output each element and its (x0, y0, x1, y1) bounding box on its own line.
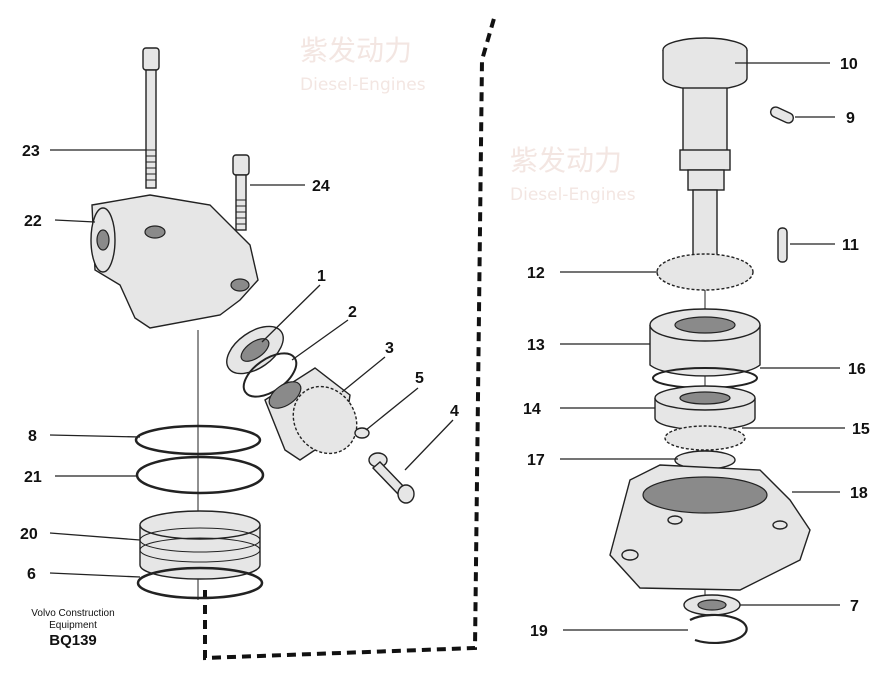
housing-18 (609, 464, 811, 591)
snap-ring-21 (135, 455, 265, 495)
callout-4: 4 (450, 403, 459, 420)
callout-17: 17 (527, 452, 545, 469)
callout-19: 19 (530, 623, 548, 640)
callout-11: 11 (842, 237, 859, 254)
bevel-gear-3 (264, 367, 358, 461)
watermark-cn: 紫发动力 (300, 34, 412, 67)
callout-18: 18 (850, 485, 868, 502)
callout-23: 23 (22, 143, 40, 160)
drawing-caption: Volvo Construction Equipment BQ139 (18, 608, 128, 650)
watermark-en: Diesel-Engines (300, 75, 426, 95)
washer-5 (354, 427, 370, 439)
callout-24: 24 (312, 178, 330, 195)
callout-10: 10 (840, 56, 858, 73)
ring-6 (136, 566, 264, 600)
callout-21: 21 (24, 469, 42, 486)
circlip-19 (689, 613, 748, 645)
gear-ring-15 (664, 425, 746, 451)
callout-14: 14 (523, 401, 541, 418)
callout-3: 3 (385, 340, 394, 357)
pin-9 (769, 106, 795, 124)
bearing-14 (654, 385, 756, 431)
dashed-boundary-line (203, 14, 497, 661)
bolt-24 (232, 154, 250, 231)
caption-company: Volvo Construction (31, 608, 115, 619)
callout-22: 22 (24, 213, 42, 230)
callout-5: 5 (415, 370, 424, 387)
bearing-13 (649, 308, 761, 377)
caption-company-line2: Equipment (49, 620, 97, 631)
seal-7 (683, 594, 741, 616)
callout-15: 15 (852, 421, 870, 438)
watermark-cn-2: 紫发动力 (510, 144, 622, 177)
callout-lines (49, 62, 845, 631)
callout-2: 2 (348, 304, 357, 321)
key-11 (777, 227, 788, 263)
bearing-1 (226, 325, 284, 375)
bracket-22 (90, 194, 259, 329)
callout-20: 20 (20, 526, 38, 543)
sleeve-20 (139, 510, 261, 580)
callout-1: 1 (317, 268, 326, 285)
callout-labels: 23 24 22 1 2 3 5 4 8 21 20 6 10 9 11 12 … (20, 56, 870, 640)
callout-16: 16 (848, 361, 866, 378)
ring-8 (134, 424, 262, 456)
pin-4 (368, 452, 415, 504)
watermark: 紫发动力 Diesel-Engines 紫发动力 Diesel-Engines (300, 34, 636, 205)
watermark-en-2: Diesel-Engines (510, 185, 636, 205)
shaft-10 (662, 37, 748, 261)
callout-12: 12 (527, 265, 545, 282)
drawing-code: BQ139 (49, 632, 97, 649)
bolt-23 (142, 47, 160, 189)
callout-7: 7 (850, 598, 859, 615)
bevel-gear-12 (656, 253, 754, 291)
callout-8: 8 (28, 428, 37, 445)
callout-9: 9 (846, 110, 855, 127)
callout-13: 13 (527, 337, 545, 354)
callout-6: 6 (27, 566, 36, 583)
